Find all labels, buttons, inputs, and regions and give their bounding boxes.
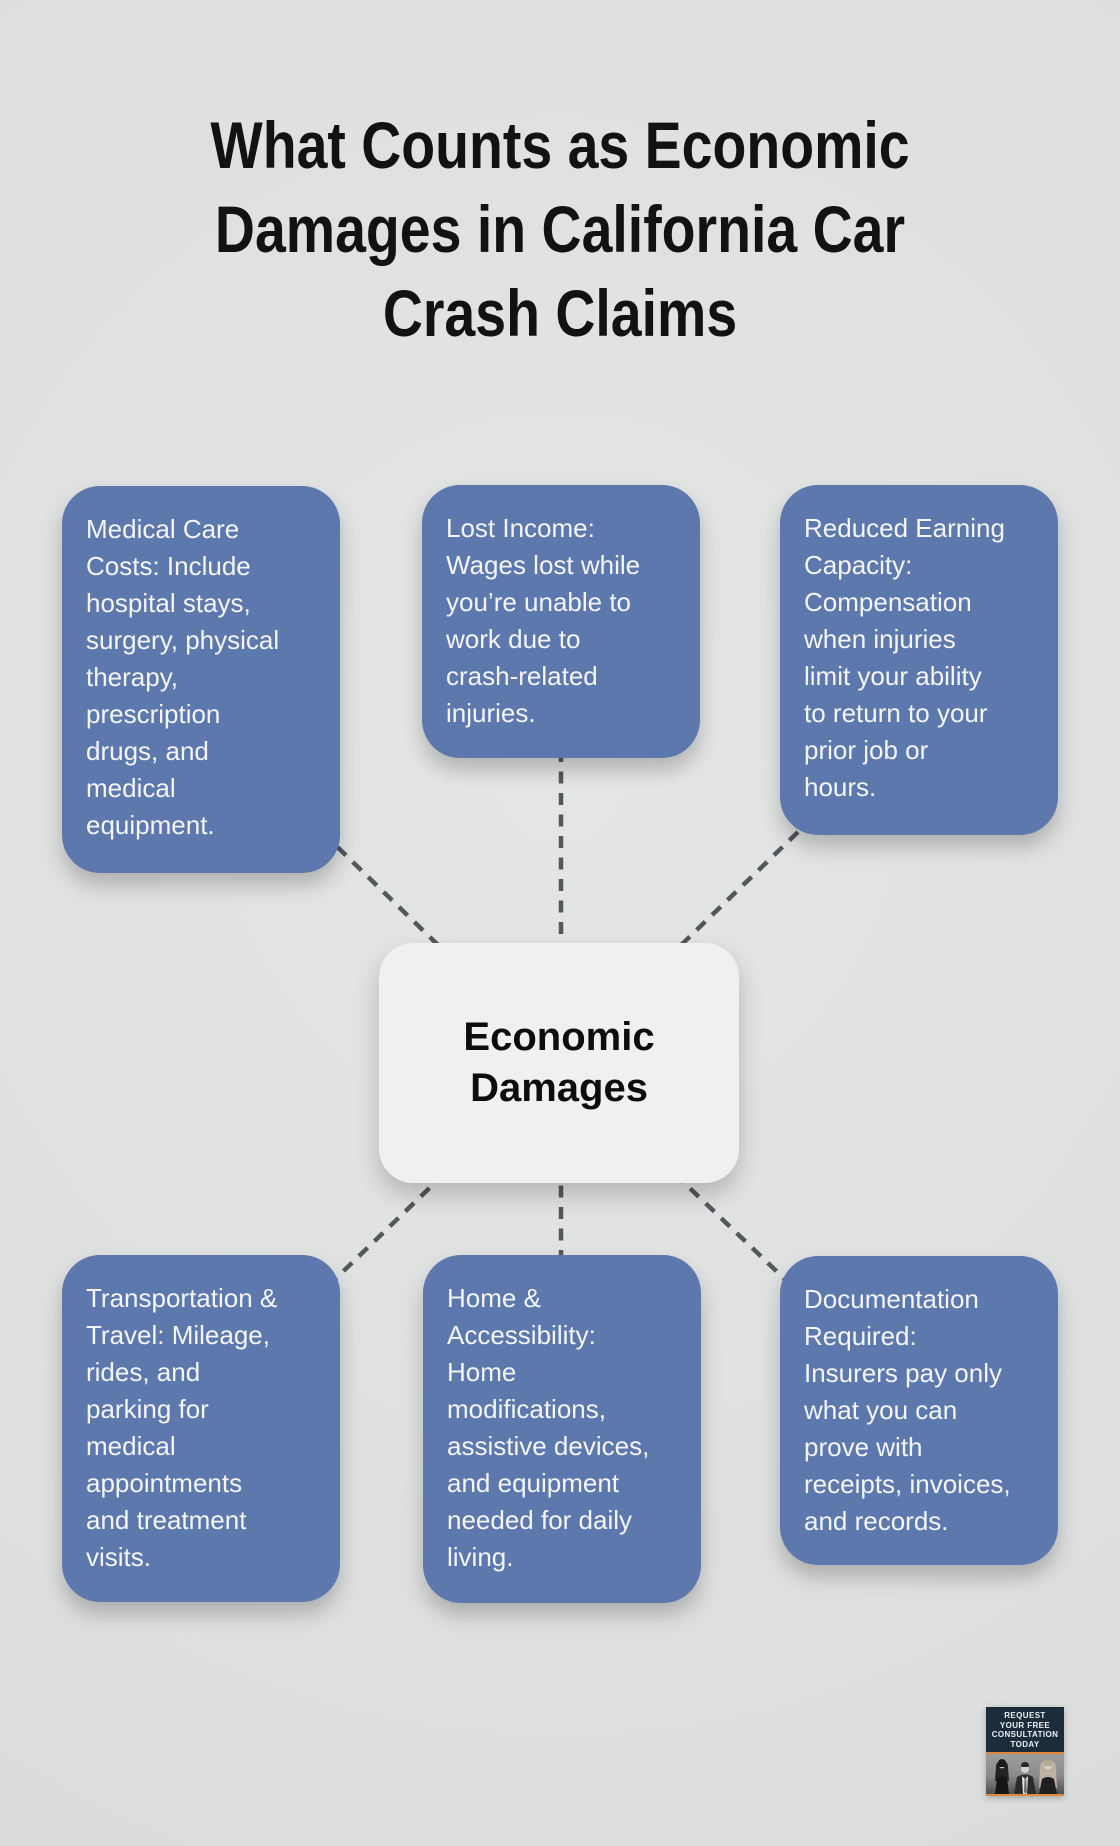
card-medical-care-costs-text: Medical Care Costs: Include hospital sta… — [86, 514, 280, 840]
card-reduced-earning-capacity: Reduced Earning Capacity: Compensation w… — [780, 485, 1058, 835]
law-firm-photo — [986, 1754, 1064, 1794]
center-node-economic-damages: Economic Damages — [379, 943, 739, 1183]
card-home-accessibility-text: Home & Accessibility: Home modifications… — [447, 1283, 650, 1572]
card-medical-care-costs: Medical Care Costs: Include hospital sta… — [62, 486, 340, 873]
person-right — [1039, 1759, 1057, 1794]
badge-accent-rule-bottom — [986, 1794, 1064, 1796]
center-node-label: Economic Damages — [463, 1015, 655, 1110]
consultation-cta-badge[interactable]: REQUEST YOUR FREE CONSULTATION TODAY — [986, 1707, 1064, 1796]
card-lost-income-text: Lost Income: Wages lost while you’re una… — [446, 513, 641, 728]
card-transportation-travel: Transportation & Travel: Mileage, rides,… — [62, 1255, 340, 1602]
card-reduced-earning-capacity-text: Reduced Earning Capacity: Compensation w… — [804, 513, 1005, 802]
person-middle — [1014, 1762, 1036, 1794]
card-transportation-travel-text: Transportation & Travel: Mileage, rides,… — [86, 1283, 278, 1572]
badge-accent-rule-top — [986, 1752, 1064, 1754]
card-documentation-required-text: Documentation Required: Insurers pay onl… — [804, 1284, 1011, 1536]
consultation-cta-text: REQUEST YOUR FREE CONSULTATION TODAY — [991, 1711, 1059, 1749]
card-documentation-required: Documentation Required: Insurers pay onl… — [780, 1256, 1058, 1565]
card-lost-income: Lost Income: Wages lost while you’re una… — [422, 485, 700, 758]
page-title: What Counts as Economic Damages in Calif… — [210, 108, 910, 350]
person-left — [995, 1759, 1009, 1794]
card-home-accessibility: Home & Accessibility: Home modifications… — [423, 1255, 701, 1603]
